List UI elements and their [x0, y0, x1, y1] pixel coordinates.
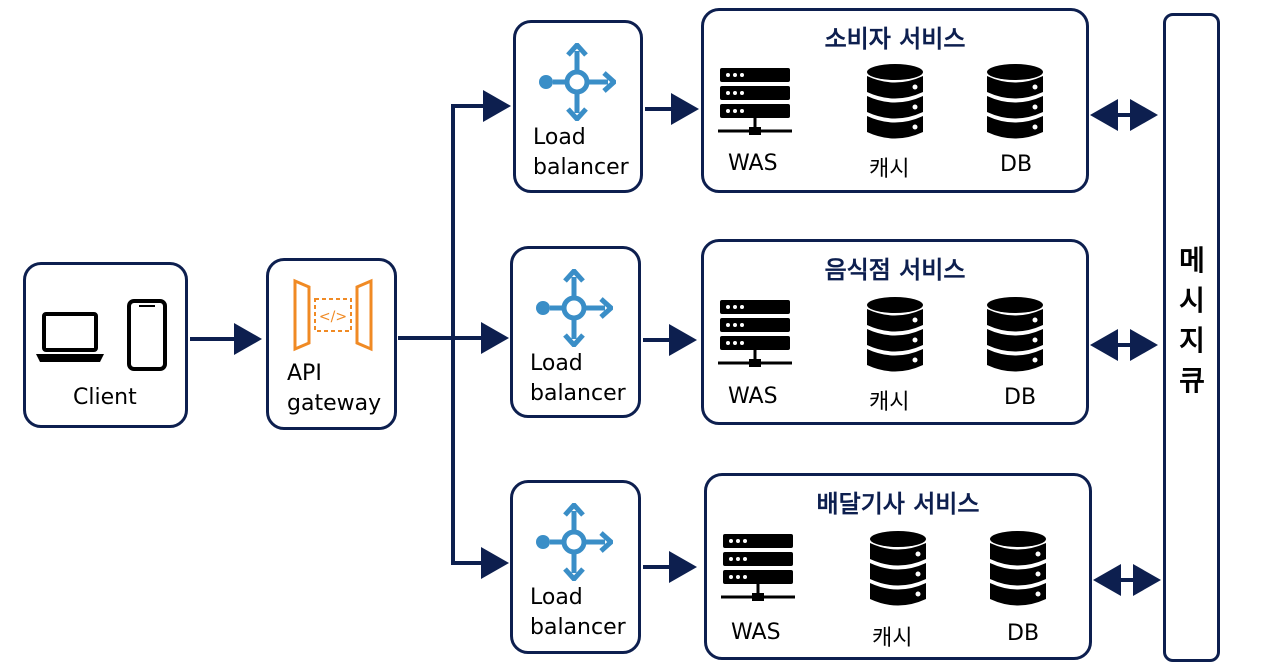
service-title: 소비자 서비스: [824, 25, 966, 53]
load-balancer-label: Load balancer: [530, 585, 626, 640]
client-box: Client: [23, 262, 188, 428]
load-balancer-label: Load balancer: [530, 351, 626, 406]
database-icon: [987, 297, 1043, 372]
cache-database-icon: [870, 531, 926, 606]
load-balancer-icon: [536, 503, 613, 581]
load-balancer-1: Load balancer: [513, 20, 643, 193]
server-icon: [721, 534, 795, 601]
cache-label: 캐시: [869, 157, 910, 182]
api-gateway-box: </> API gateway: [266, 258, 397, 430]
client-label: Client: [73, 385, 137, 410]
server-icon: [718, 68, 792, 135]
was-label: WAS: [728, 384, 778, 409]
message-queue-box: 메 시 지 큐: [1163, 13, 1220, 662]
cache-database-icon: [867, 64, 923, 139]
load-balancer-icon: [536, 269, 613, 347]
api-gateway-label-line2: gateway: [287, 391, 382, 416]
load-balancer-2: Load balancer: [510, 246, 641, 418]
service-title: 배달기사 서비스: [816, 490, 980, 518]
database-icon: [990, 531, 1046, 606]
database-icon: [987, 64, 1043, 139]
service-title: 음식점 서비스: [824, 256, 966, 284]
api-gateway-icon: </>: [293, 278, 373, 352]
db-label: DB: [1004, 385, 1037, 410]
service-box-restaurant: 음식점 서비스 WAS 캐시 DB: [701, 239, 1089, 425]
api-gateway-label-line1: API: [287, 361, 322, 386]
cache-database-icon: [867, 297, 923, 372]
load-balancer-icon: [539, 43, 616, 121]
was-label: WAS: [728, 151, 778, 176]
service-box-consumer: 소비자 서비스 WAS 캐시 DB: [701, 8, 1089, 193]
was-label: WAS: [731, 620, 781, 645]
db-label: DB: [1007, 621, 1040, 646]
load-balancer-3: Load balancer: [510, 480, 641, 654]
laptop-icon: [36, 312, 104, 362]
cache-label: 캐시: [872, 626, 913, 651]
load-balancer-label: Load balancer: [533, 125, 629, 180]
service-box-delivery: 배달기사 서비스 WAS 캐시 DB: [704, 473, 1092, 660]
db-label: DB: [1000, 152, 1033, 177]
phone-icon: [127, 299, 167, 371]
svg-text:</>: </>: [319, 309, 347, 325]
message-queue-label: 메 시 지 큐: [1179, 244, 1205, 397]
server-icon: [718, 300, 792, 367]
cache-label: 캐시: [869, 390, 910, 415]
